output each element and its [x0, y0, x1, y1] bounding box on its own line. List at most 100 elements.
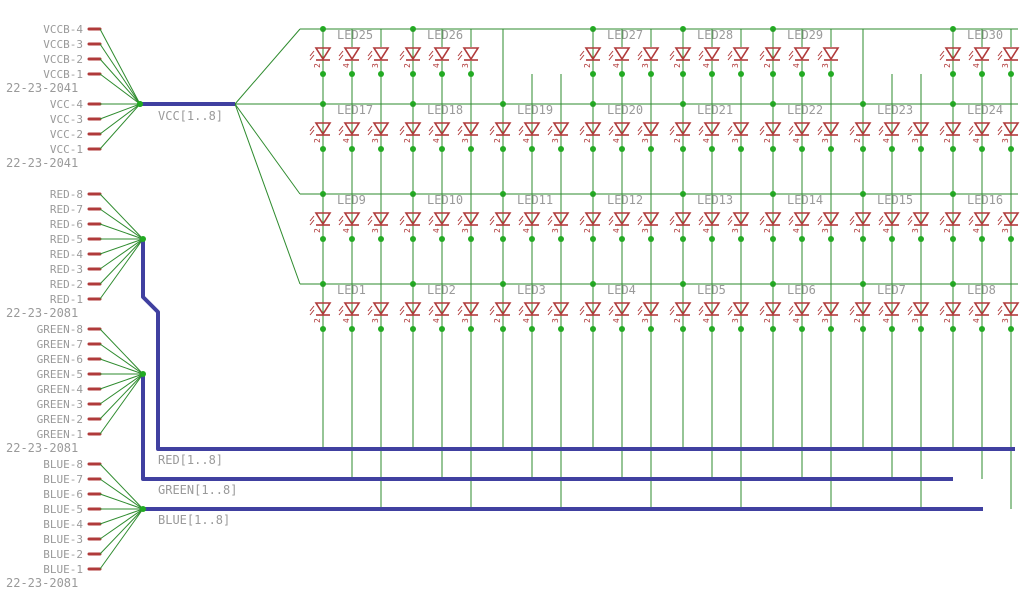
pin-number: 4 [612, 63, 621, 68]
emission-arrow [698, 305, 704, 312]
junction-dot [799, 146, 805, 152]
pin-number: 3 [461, 228, 470, 233]
pin-number: 4 [342, 63, 351, 68]
diode-symbol [703, 212, 721, 226]
emission-arrow [608, 215, 614, 222]
diode-symbol [822, 122, 840, 136]
emission-arrow [367, 309, 373, 316]
diode-symbol [854, 212, 872, 226]
diode-symbol [883, 302, 901, 316]
diode-symbol [314, 47, 332, 61]
diode-symbol [433, 122, 451, 136]
junction-dot [410, 326, 416, 332]
pin-number: 2 [403, 138, 412, 143]
pin-number: 2 [763, 63, 772, 68]
junction-dot [349, 236, 355, 242]
pin-number: 3 [371, 318, 380, 323]
junction-dot [349, 146, 355, 152]
emission-arrow [907, 215, 913, 222]
connector-wire [99, 58, 141, 105]
emission-arrow [579, 219, 585, 226]
emission-arrow [669, 215, 675, 222]
led-label: LED11 [517, 193, 553, 207]
emission-arrow [457, 219, 463, 226]
diode-symbol [584, 122, 602, 136]
connector-pin-label: RED-4 [50, 248, 83, 261]
pin-number: 2 [763, 228, 772, 233]
diode-symbol [1002, 47, 1020, 61]
emission-arrow [399, 215, 405, 222]
diode-symbol [372, 212, 390, 226]
emission-arrow [669, 129, 675, 136]
connector-pin-label: BLUE-4 [43, 518, 83, 531]
emission-arrow [939, 129, 945, 136]
connector-wire [99, 238, 144, 300]
emission-arrow [817, 54, 823, 61]
diode-symbol [462, 47, 480, 61]
emission-arrow [547, 305, 553, 312]
junction-dot [410, 236, 416, 242]
pin-number: 2 [493, 228, 502, 233]
emission-arrow [939, 125, 945, 132]
emission-arrow [518, 215, 524, 222]
diode-symbol [642, 47, 660, 61]
emission-arrow [878, 305, 884, 312]
junction-dot [770, 326, 776, 332]
pin-number: 3 [371, 228, 380, 233]
diode-symbol [433, 302, 451, 316]
connector-pin-label: VCC-1 [50, 143, 83, 156]
led-label: LED20 [607, 103, 643, 117]
emission-arrow [727, 125, 733, 132]
pin-number: 2 [583, 318, 592, 323]
pin-number: 2 [943, 228, 952, 233]
junction-dot [918, 326, 924, 332]
emission-arrow [788, 50, 794, 57]
emission-arrow [399, 129, 405, 136]
pin-number: 4 [882, 318, 891, 323]
connector-wire [99, 493, 144, 510]
pin-number: 2 [403, 228, 412, 233]
pin-number: 3 [641, 228, 650, 233]
diode-symbol [494, 302, 512, 316]
junction-dot [468, 71, 474, 77]
junction-dot [140, 371, 146, 377]
emission-arrow [399, 219, 405, 226]
junction-dot [378, 236, 384, 242]
diode-symbol [764, 122, 782, 136]
pin-number: 3 [1001, 318, 1010, 323]
diode-symbol [642, 212, 660, 226]
pin-number: 3 [551, 228, 560, 233]
emission-arrow [849, 219, 855, 226]
diode-symbol [883, 212, 901, 226]
emission-arrow [489, 305, 495, 312]
emission-arrow [997, 219, 1003, 226]
diode-symbol [973, 122, 991, 136]
pin-number: 2 [313, 138, 322, 143]
junction-dot [558, 326, 564, 332]
junction-dot [378, 326, 384, 332]
diode-symbol [703, 47, 721, 61]
led-label: LED25 [337, 28, 373, 42]
led-label: LED7 [877, 283, 906, 297]
pin-number: 4 [972, 228, 981, 233]
diode-symbol [822, 302, 840, 316]
emission-arrow [907, 125, 913, 132]
junction-dot [320, 326, 326, 332]
junction-dot [770, 236, 776, 242]
emission-arrow [727, 215, 733, 222]
emission-arrow [817, 125, 823, 132]
emission-arrow [817, 305, 823, 312]
connector-wire [99, 373, 144, 420]
pin-number: 2 [403, 63, 412, 68]
emission-arrow [849, 305, 855, 312]
labels: VCC[1..8]RED[1..8]GREEN[1..8]BLUE[1..8] [158, 109, 237, 527]
emission-arrow [968, 215, 974, 222]
bus-label: GREEN[1..8] [158, 483, 237, 497]
junction-dot [889, 326, 895, 332]
emission-arrow [669, 309, 675, 316]
